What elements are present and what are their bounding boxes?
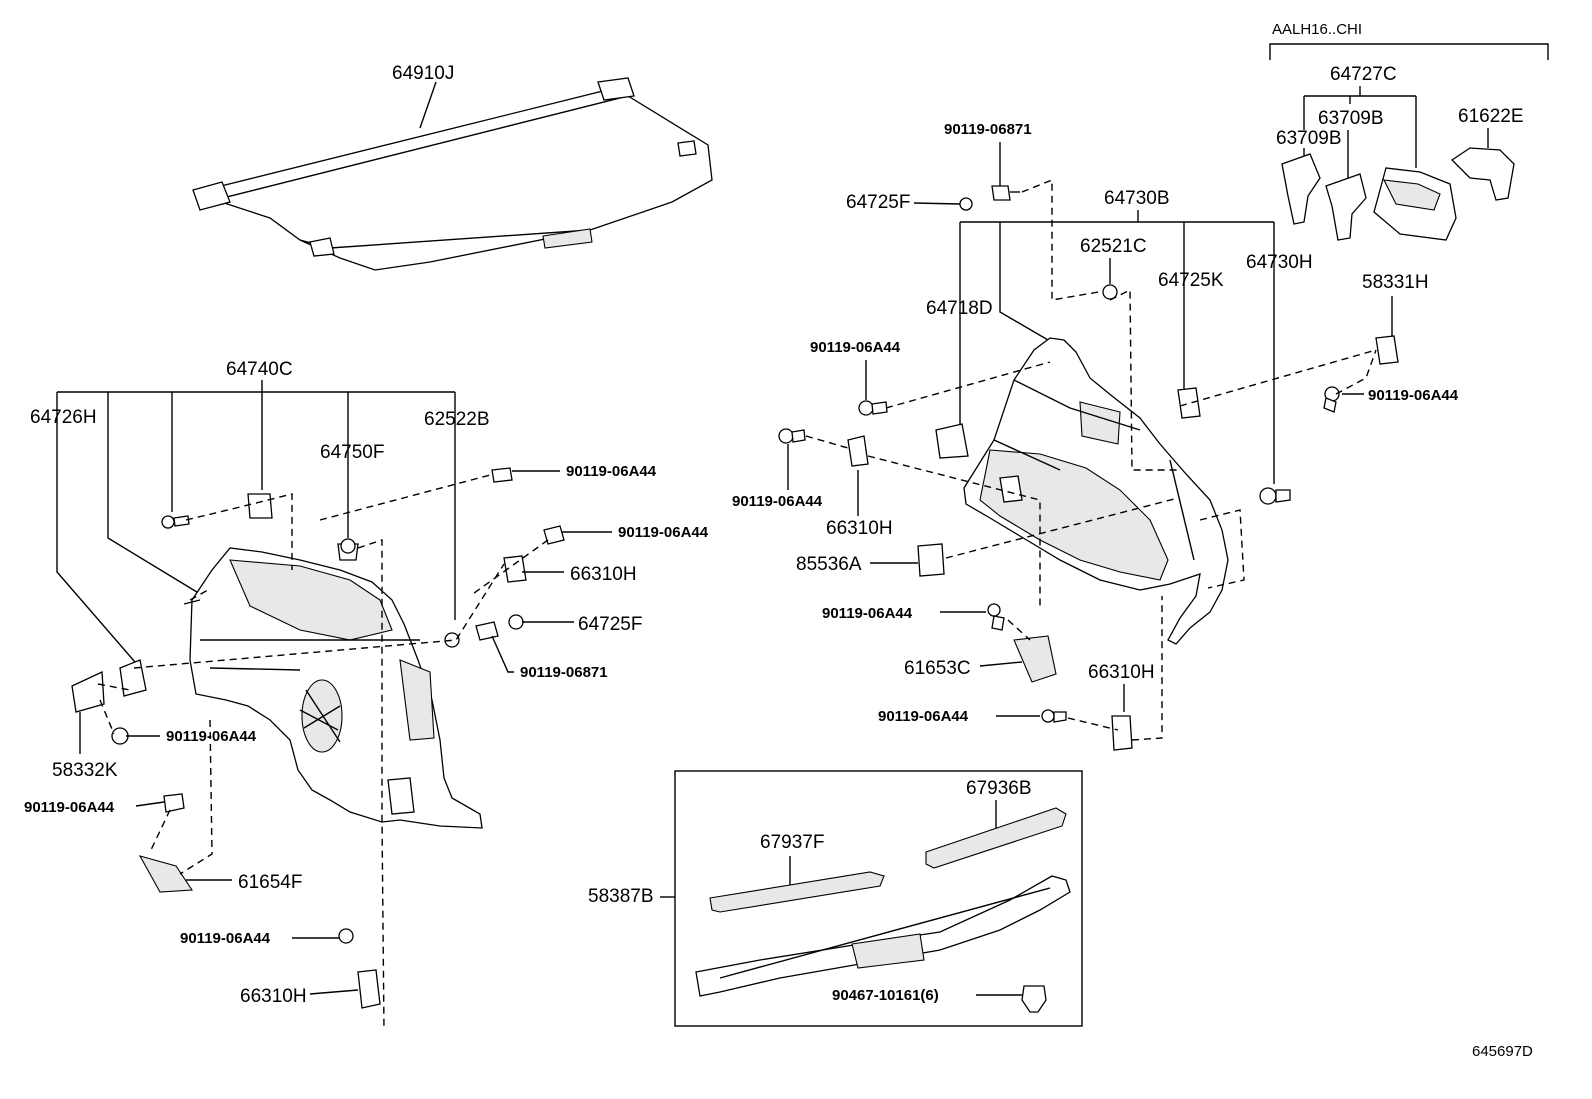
label-64730B: 64730B [1104, 188, 1170, 209]
label-62522B: 62522B [424, 409, 490, 430]
label-61654F: 61654F [238, 872, 302, 893]
label-66310H-b: 66310H [240, 986, 307, 1007]
label-90119-06A44-g: 90119-06A44 [732, 493, 823, 510]
label-66310H-c: 66310H [826, 518, 893, 539]
label-90119-06A44-a: 90119-06A44 [566, 463, 657, 480]
label-64740C: 64740C [226, 359, 293, 380]
label-66310H-a: 66310H [570, 564, 637, 585]
label-90119-06A44-j: 90119-06A44 [1368, 387, 1459, 404]
label-64750F: 64750F [320, 442, 384, 463]
label-58387B: 58387B [588, 886, 654, 907]
label-64730H: 64730H [1246, 252, 1313, 273]
variant-brackets-drawing [1281, 147, 1515, 241]
scuff-plate-drawing [695, 807, 1071, 997]
label-64727C: 64727C [1330, 64, 1397, 85]
label-64726H: 64726H [30, 407, 97, 428]
label-90119-06A44-d: 90119-06A44 [24, 799, 115, 816]
label-90467-10161: 90467-10161(6) [832, 987, 939, 1004]
label-64725K: 64725K [1158, 270, 1224, 291]
variant-note: AALH16..CHI [1272, 21, 1362, 38]
label-90119-06A44-b: 90119-06A44 [618, 524, 709, 541]
scuff-plate-group-box [674, 770, 1083, 1027]
label-90119-06A44-f: 90119-06A44 [810, 339, 901, 356]
diagram-id: 645697D [1472, 1043, 1533, 1060]
label-58332K: 58332K [52, 760, 118, 781]
label-64725F-a: 64725F [578, 614, 642, 635]
label-64718D: 64718D [926, 298, 993, 319]
label-67937F: 67937F [760, 832, 824, 853]
left-quarter-trim-drawing [183, 547, 483, 829]
left-fasteners [71, 467, 565, 1009]
label-67936B: 67936B [966, 778, 1032, 799]
label-90119-06A44-e: 90119-06A44 [180, 930, 271, 947]
label-62521C: 62521C [1080, 236, 1147, 257]
label-90119-06A44-i: 90119-06A44 [878, 708, 969, 725]
label-90119-06871-a: 90119-06871 [520, 664, 608, 681]
label-63709B-b: 63709B [1276, 128, 1342, 149]
label-61653C: 61653C [904, 658, 971, 679]
label-64725F-b: 64725F [846, 192, 910, 213]
label-66310H-d: 66310H [1088, 662, 1155, 683]
right-quarter-trim-drawing [935, 337, 1229, 645]
label-58331H: 58331H [1362, 272, 1429, 293]
label-85536A: 85536A [796, 554, 862, 575]
right-fasteners [778, 335, 1399, 751]
label-63709B-a: 63709B [1318, 108, 1384, 129]
label-90119-06871-b: 90119-06871 [944, 121, 1032, 138]
label-90119-06A44-h: 90119-06A44 [822, 605, 913, 622]
label-61622E: 61622E [1458, 106, 1524, 127]
label-90119-06A44-c: 90119-06A44 [166, 728, 257, 745]
label-64910J: 64910J [392, 63, 454, 84]
tonneau-cover-drawing [192, 77, 713, 271]
